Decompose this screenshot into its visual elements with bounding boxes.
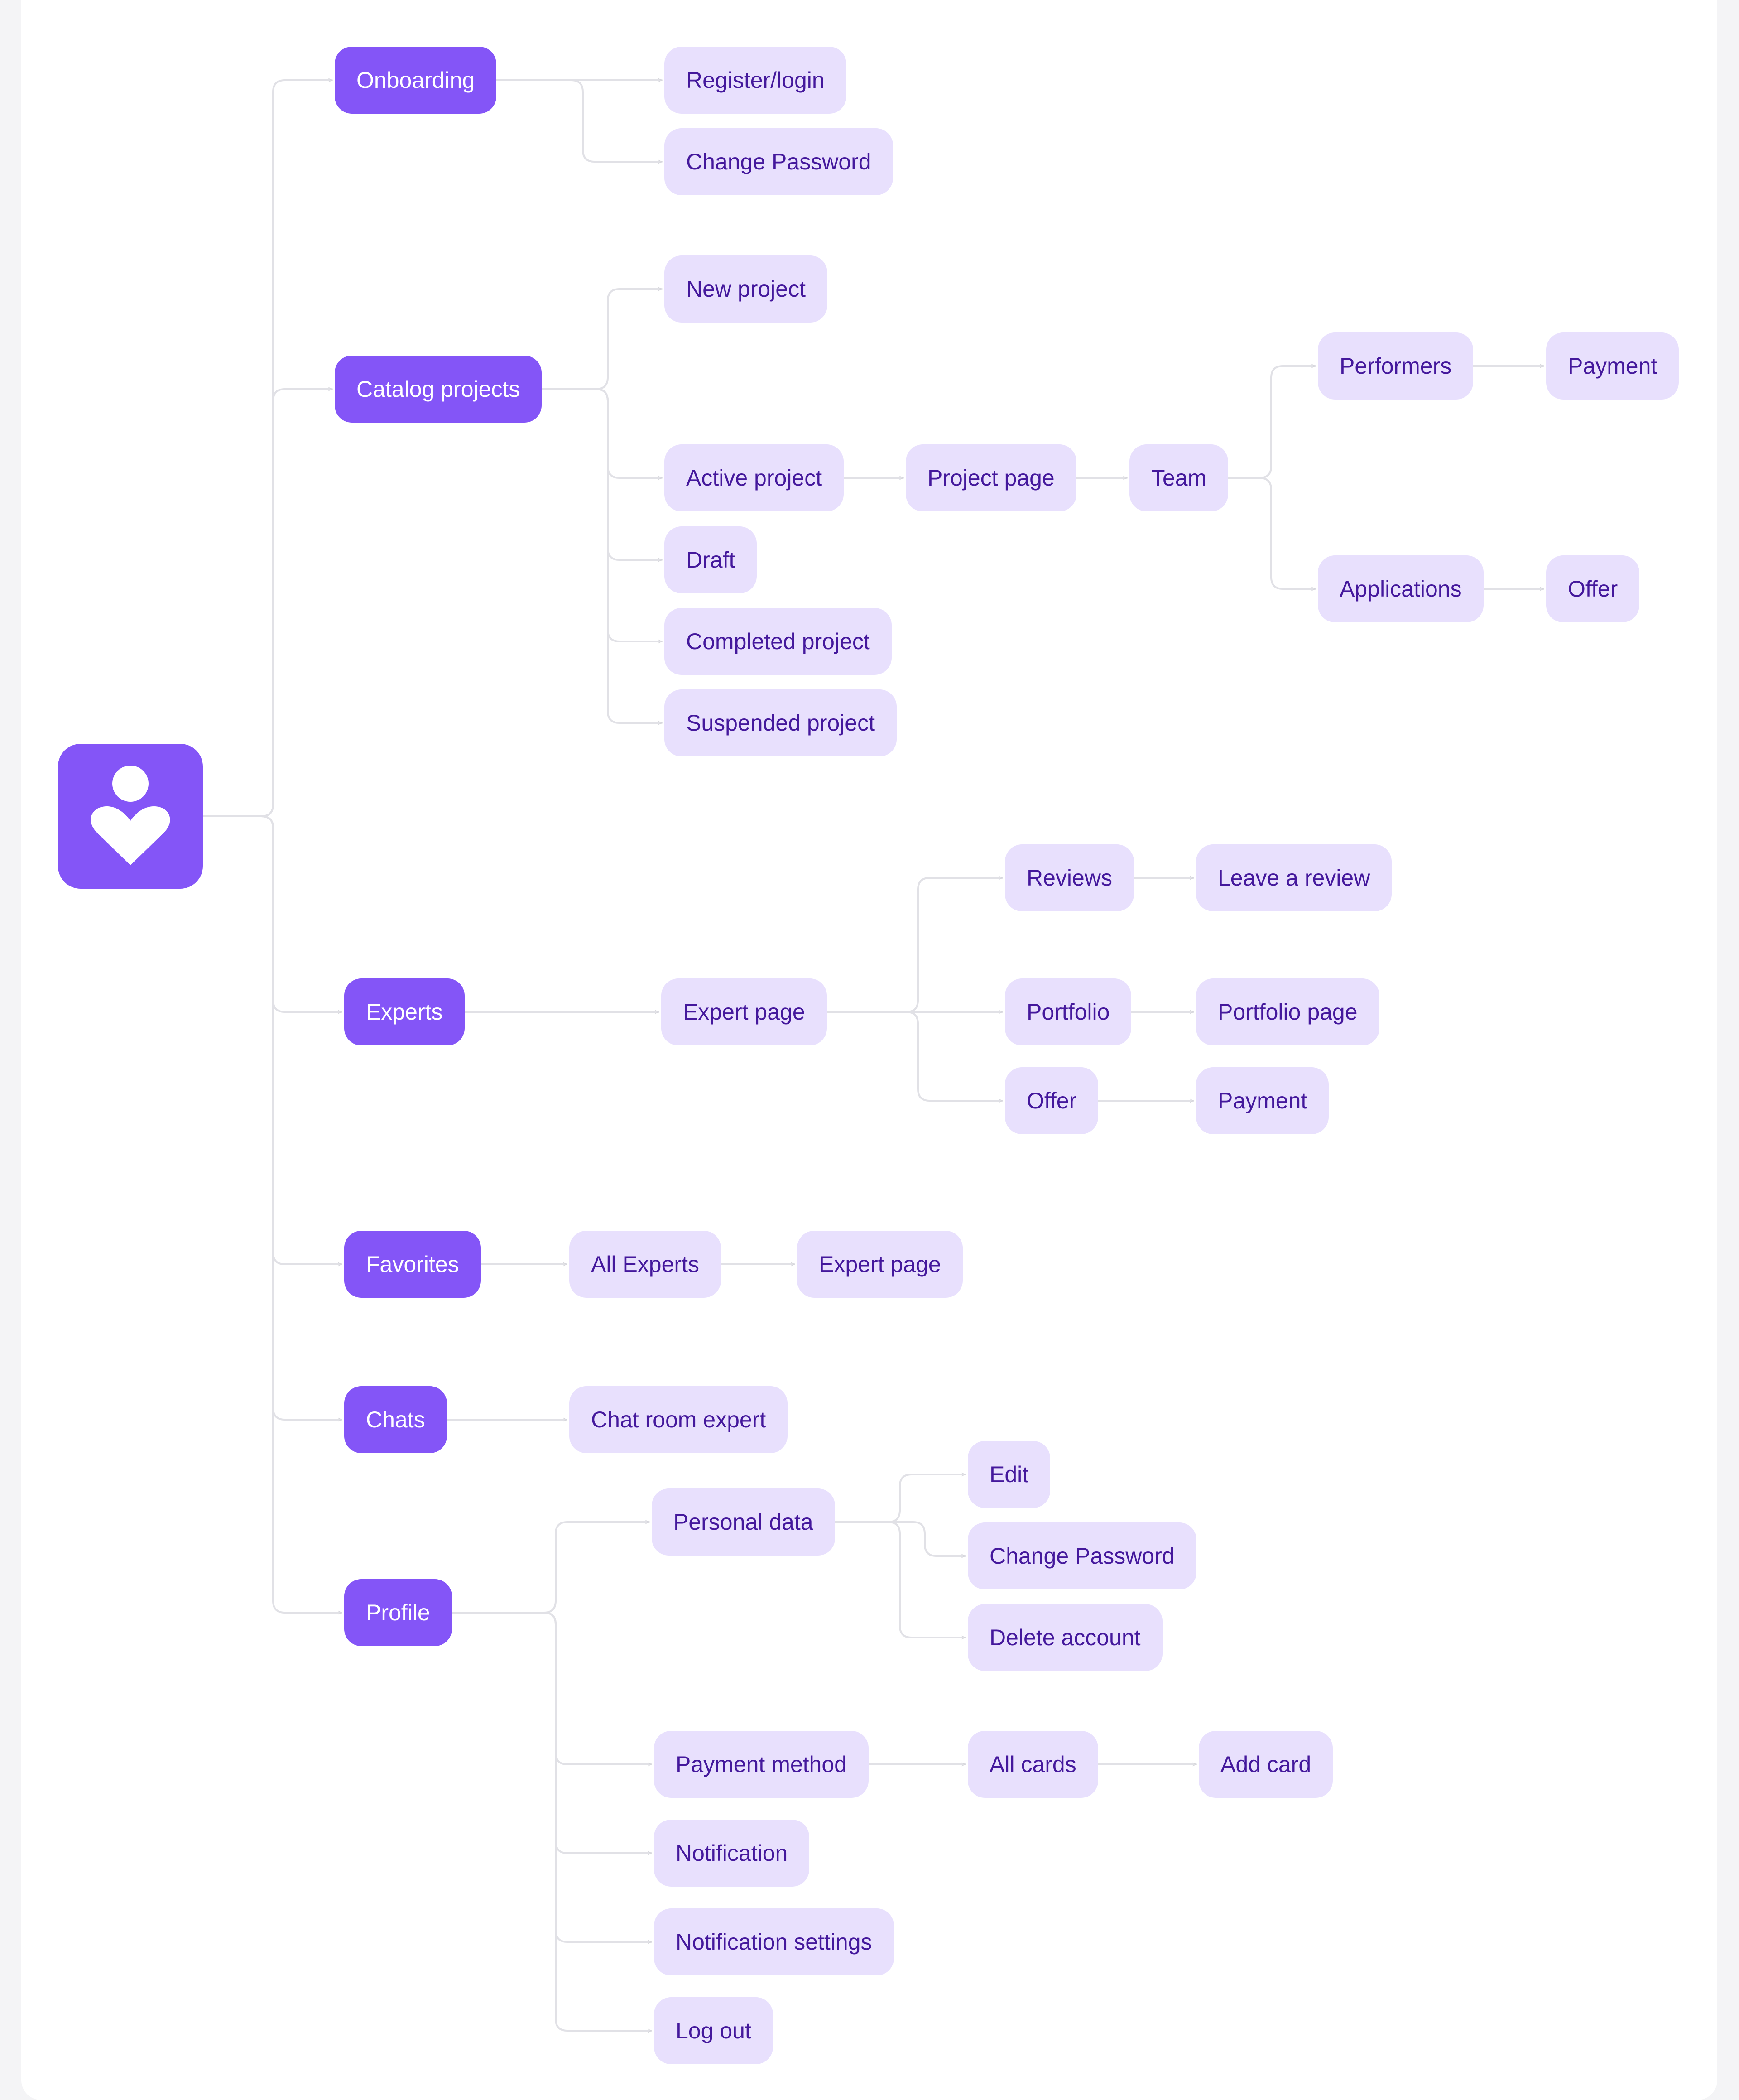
node-catalog-projects[interactable]: Catalog projects [335, 356, 542, 423]
node-catalog-payment[interactable]: Payment [1546, 332, 1679, 400]
node-profile-change-password[interactable]: Change Password [968, 1522, 1196, 1589]
node-onboarding-change-password[interactable]: Change Password [664, 128, 893, 195]
node-portfolio[interactable]: Portfolio [1005, 978, 1132, 1045]
node-catalog-offer[interactable]: Offer [1546, 555, 1640, 622]
node-performers[interactable]: Performers [1318, 332, 1474, 400]
connector-logo-to-catalog-projects [202, 389, 333, 817]
node-team[interactable]: Team [1129, 444, 1229, 511]
node-personal-data[interactable]: Personal data [652, 1488, 835, 1556]
node-leave-review[interactable]: Leave a review [1196, 844, 1392, 911]
node-register-login[interactable]: Register/login [664, 47, 846, 114]
connector-catalog-projects-to-completed-project [541, 388, 663, 641]
connector-profile-to-payment-method [451, 1612, 652, 1764]
connector-onboarding-to-onboarding-change-password [495, 79, 663, 162]
connector-catalog-projects-to-suspended-project [541, 388, 663, 723]
node-project-page[interactable]: Project page [906, 444, 1076, 511]
node-favorites-expert-page[interactable]: Expert page [797, 1231, 963, 1298]
connector-personal-data-to-delete-account [834, 1521, 966, 1638]
node-new-project[interactable]: New project [664, 255, 827, 323]
connector-profile-to-log-out [451, 1612, 652, 2031]
heart-person-icon [91, 766, 170, 865]
node-onboarding[interactable]: Onboarding [335, 47, 497, 114]
node-chat-room-expert[interactable]: Chat room expert [569, 1386, 788, 1453]
connector-personal-data-to-profile-change-password [834, 1521, 966, 1556]
node-delete-account[interactable]: Delete account [968, 1604, 1163, 1671]
connector-catalog-projects-to-draft [541, 388, 663, 560]
connector-logo-to-profile [202, 815, 342, 1613]
connector-profile-to-notification [451, 1612, 652, 1853]
node-reviews[interactable]: Reviews [1005, 844, 1134, 911]
node-active-project[interactable]: Active project [664, 444, 844, 511]
connector-expert-page-to-reviews [826, 878, 1003, 1013]
diagram-canvas: Onboarding Register/login Change Passwor… [21, 0, 1717, 2100]
node-suspended-project[interactable]: Suspended project [664, 689, 897, 756]
node-experts-payment[interactable]: Payment [1196, 1067, 1329, 1134]
connector-team-to-performers [1227, 366, 1316, 479]
connector-profile-to-notification-settings [451, 1612, 652, 1942]
node-applications[interactable]: Applications [1318, 555, 1484, 622]
node-experts-offer[interactable]: Offer [1005, 1067, 1099, 1134]
node-completed-project[interactable]: Completed project [664, 608, 892, 675]
node-add-card[interactable]: Add card [1199, 1731, 1333, 1798]
node-chats[interactable]: Chats [344, 1386, 447, 1453]
node-expert-page[interactable]: Expert page [661, 978, 827, 1045]
connector-personal-data-to-edit [834, 1474, 966, 1523]
node-profile[interactable]: Profile [344, 1579, 452, 1646]
node-payment-method[interactable]: Payment method [654, 1731, 869, 1798]
connector-layer [202, 0, 1544, 2100]
connector-profile-to-personal-data [451, 1522, 650, 1614]
node-favorites[interactable]: Favorites [344, 1231, 481, 1298]
node-notification[interactable]: Notification [654, 1820, 810, 1887]
node-experts[interactable]: Experts [344, 978, 465, 1045]
node-edit[interactable]: Edit [968, 1441, 1051, 1508]
node-all-cards[interactable]: All cards [968, 1731, 1098, 1798]
app-logo [58, 744, 203, 889]
node-portfolio-page[interactable]: Portfolio page [1196, 978, 1379, 1045]
connector-catalog-projects-to-active-project [541, 388, 663, 478]
node-log-out[interactable]: Log out [654, 1997, 773, 2064]
connector-catalog-projects-to-new-project [541, 289, 663, 390]
connector-logo-to-onboarding [202, 80, 333, 817]
connector-expert-page-to-experts-offer [826, 1011, 1003, 1101]
connector-team-to-applications [1227, 477, 1316, 589]
node-draft[interactable]: Draft [664, 526, 757, 593]
node-all-experts[interactable]: All Experts [569, 1231, 721, 1298]
node-notification-settings[interactable]: Notification settings [654, 1908, 894, 1975]
